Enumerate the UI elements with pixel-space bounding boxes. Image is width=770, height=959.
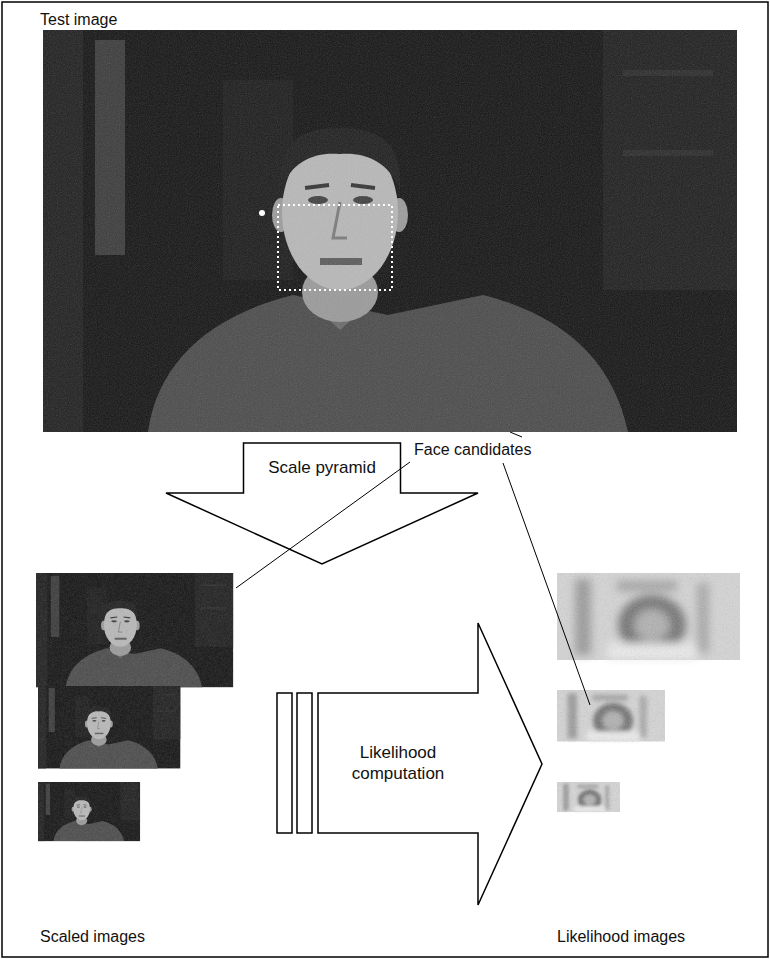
leader-line — [510, 432, 522, 437]
arrow-shape — [166, 443, 478, 564]
likelihood-photo — [557, 573, 740, 660]
group-caption: Likelihood images — [557, 927, 685, 946]
candidate-dot — [259, 210, 265, 216]
leader-line — [503, 463, 590, 705]
image-title: Test image — [40, 10, 117, 29]
test-photo — [43, 30, 737, 432]
face-candidate-box — [278, 205, 392, 290]
scaled-photo — [38, 782, 140, 841]
arrow-shape — [318, 623, 542, 905]
arrow-label: Likelihood computation — [334, 742, 462, 785]
bar-shape — [277, 693, 292, 833]
text-holder: Likelihood computation — [318, 693, 478, 833]
group-caption: Scaled images — [40, 927, 145, 946]
scaled-photo — [36, 573, 233, 687]
text-holder: Scale pyramid — [244, 442, 401, 493]
scale-arrow: Scale pyramid — [165, 442, 479, 565]
leader-line — [236, 462, 410, 588]
likelihood-photo — [557, 690, 665, 741]
bar-shape — [297, 693, 312, 833]
likelihood-photo — [557, 782, 620, 812]
arrow-label: Scale pyramid — [268, 457, 376, 478]
callout-label: Face candidates — [414, 440, 531, 459]
computation-arrow: Likelihood computation — [276, 622, 543, 906]
scaled-photo — [38, 686, 180, 768]
